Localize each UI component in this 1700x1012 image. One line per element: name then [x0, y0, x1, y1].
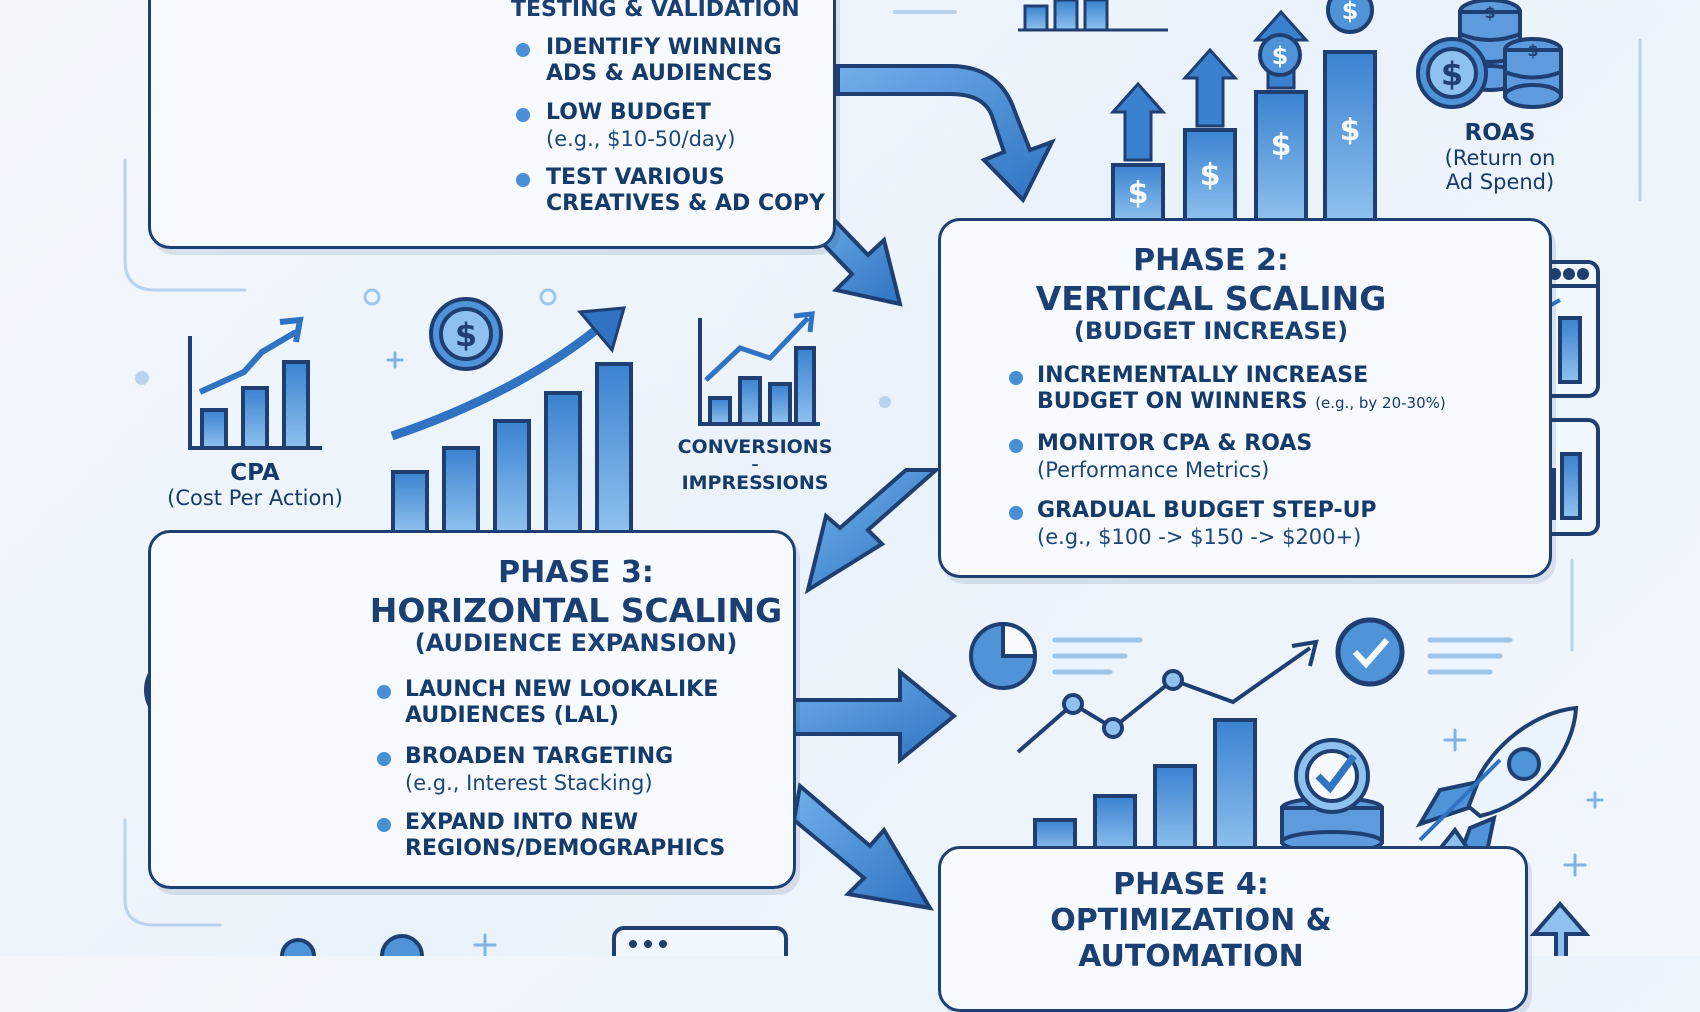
phase-1-title: TESTING & VALIDATION: [511, 0, 800, 22]
bullet-text: LOW BUDGET: [546, 100, 711, 125]
bullet-detail: (e.g., $100 -> $150 -> $200+): [1037, 525, 1362, 549]
revenue-growth-chart: [391, 362, 633, 534]
bullet-text: IDENTIFY WINNING: [546, 35, 782, 60]
cpa-subtitle: (Cost Per Action): [167, 486, 343, 510]
phase-1-card: TESTING & VALIDATION IDENTIFY WINNING AD…: [148, 0, 836, 249]
phase-1-bullet: TEST VARIOUS CREATIVES & AD COPY: [516, 165, 825, 217]
phase-2-note: (BUDGET INCREASE): [1073, 317, 1349, 345]
phase-3-note: (AUDIENCE EXPANSION): [414, 629, 738, 657]
dollar-sign-icon: $: [1340, 113, 1361, 148]
bullet-text: AUDIENCES (LAL): [405, 703, 619, 728]
phase-1-bullet: LOW BUDGET (e.g., $10-50/day): [516, 100, 735, 152]
conversions-label: CONVERSIONS – IMPRESSIONS: [665, 436, 845, 494]
roas-label: ROAS (Return on Ad Spend): [1420, 120, 1580, 194]
coin-stack-icon: [1416, 0, 1563, 109]
bullet-text: LAUNCH NEW LOOKALIKE: [405, 677, 719, 702]
svg-text:$: $: [1484, 3, 1495, 22]
phase-3-bullet: LAUNCH NEW LOOKALIKE AUDIENCES (LAL): [377, 677, 718, 729]
bullet-dot: [377, 818, 391, 832]
growth-chart-icon: [188, 316, 322, 450]
svg-text:$: $: [1527, 41, 1538, 60]
phase-3-bullet: BROADEN TARGETING (e.g., Interest Stacki…: [377, 744, 673, 796]
conversions-divider: –: [751, 457, 759, 473]
svg-text:$: $: [1272, 42, 1289, 70]
dollar-sign-icon: $: [1128, 176, 1149, 211]
flow-arrow: [791, 782, 934, 911]
line-chart-icon: [698, 311, 820, 426]
bullet-dot: [516, 108, 530, 122]
phase-4-subtitle: OPTIMIZATION &: [1050, 903, 1332, 938]
roas-subtitle: Ad Spend): [1445, 170, 1555, 194]
phase-4-title: PHASE 4:: [1113, 867, 1269, 902]
checkmark-icon: [1335, 617, 1405, 687]
bullet-text: EXPAND INTO NEW: [405, 810, 639, 835]
budget-growth-bars: [1111, 50, 1377, 223]
phase-2-card: PHASE 2: VERTICAL SCALING (BUDGET INCREA…: [938, 218, 1552, 578]
phase-3-title: PHASE 3:: [498, 555, 654, 590]
impressions-title: IMPRESSIONS: [681, 472, 829, 494]
performance-chart: [1016, 639, 1319, 854]
svg-text:$: $: [455, 316, 477, 354]
phase-2-subtitle: VERTICAL SCALING: [1035, 279, 1387, 318]
bullet-detail: (e.g., Interest Stacking): [405, 771, 653, 795]
bottom-decoration: [280, 926, 788, 956]
bullet-note: (e.g., by 20-30%): [1315, 394, 1446, 412]
bullet-text: BROADEN TARGETING: [405, 744, 674, 769]
bullet-dot: [377, 685, 391, 699]
conversions-title: CONVERSIONS: [677, 436, 833, 458]
bullet-text: TEST VARIOUS: [546, 165, 725, 190]
dollar-sign-icon: $: [1200, 158, 1221, 193]
phase-3-bullet: EXPAND INTO NEW REGIONS/DEMOGRAPHICS: [377, 810, 725, 862]
bullet-dot: [1009, 506, 1023, 520]
bullet-dot: [516, 173, 530, 187]
bullet-dot: [377, 752, 391, 766]
bullet-dot: [516, 43, 530, 57]
bullet-dot: [1009, 439, 1023, 453]
flow-arrow: [804, 468, 942, 595]
bullet-text: REGIONS/DEMOGRAPHICS: [405, 836, 726, 861]
coin-icon: [429, 297, 503, 371]
roas-subtitle: (Return on: [1444, 146, 1556, 170]
dollar-sign-icon: $: [1271, 128, 1292, 163]
cpa-title: CPA: [230, 460, 280, 486]
svg-text:$: $: [1441, 55, 1463, 93]
bullet-text: CREATIVES & AD COPY: [546, 191, 825, 216]
phase-2-bullet: INCREMENTALLY INCREASE BUDGET ON WINNERS…: [1009, 363, 1446, 416]
pie-chart-icon: [969, 621, 1038, 690]
flow-arrow: [836, 64, 1057, 204]
bullet-text: GRADUAL BUDGET STEP-UP: [1037, 498, 1377, 523]
phase-2-bullet: GRADUAL BUDGET STEP-UP (e.g., $100 -> $1…: [1009, 498, 1377, 550]
phase-2-title: PHASE 2:: [1133, 243, 1289, 278]
cpa-label: CPA (Cost Per Action): [150, 460, 360, 510]
bullet-text: MONITOR CPA & ROAS: [1037, 431, 1313, 456]
bullet-detail: (Performance Metrics): [1037, 458, 1270, 482]
bullet-text: ADS & AUDIENCES: [546, 61, 773, 86]
phase-2-bullet: MONITOR CPA & ROAS (Performance Metrics): [1009, 431, 1312, 483]
roas-title: ROAS: [1464, 120, 1536, 146]
bullet-detail: (e.g., $10-50/day): [546, 127, 736, 151]
phase-3-card: PHASE 3: HORIZONTAL SCALING (AUDIENCE EX…: [148, 530, 796, 889]
phase-1-bullet: IDENTIFY WINNING ADS & AUDIENCES: [516, 35, 782, 87]
bullet-dot: [1009, 371, 1023, 385]
svg-text:$: $: [1342, 0, 1359, 25]
phase-3-subtitle: HORIZONTAL SCALING: [369, 591, 783, 630]
bullet-text: INCREMENTALLY INCREASE: [1037, 363, 1369, 388]
bullet-text: BUDGET ON WINNERS: [1037, 389, 1308, 414]
